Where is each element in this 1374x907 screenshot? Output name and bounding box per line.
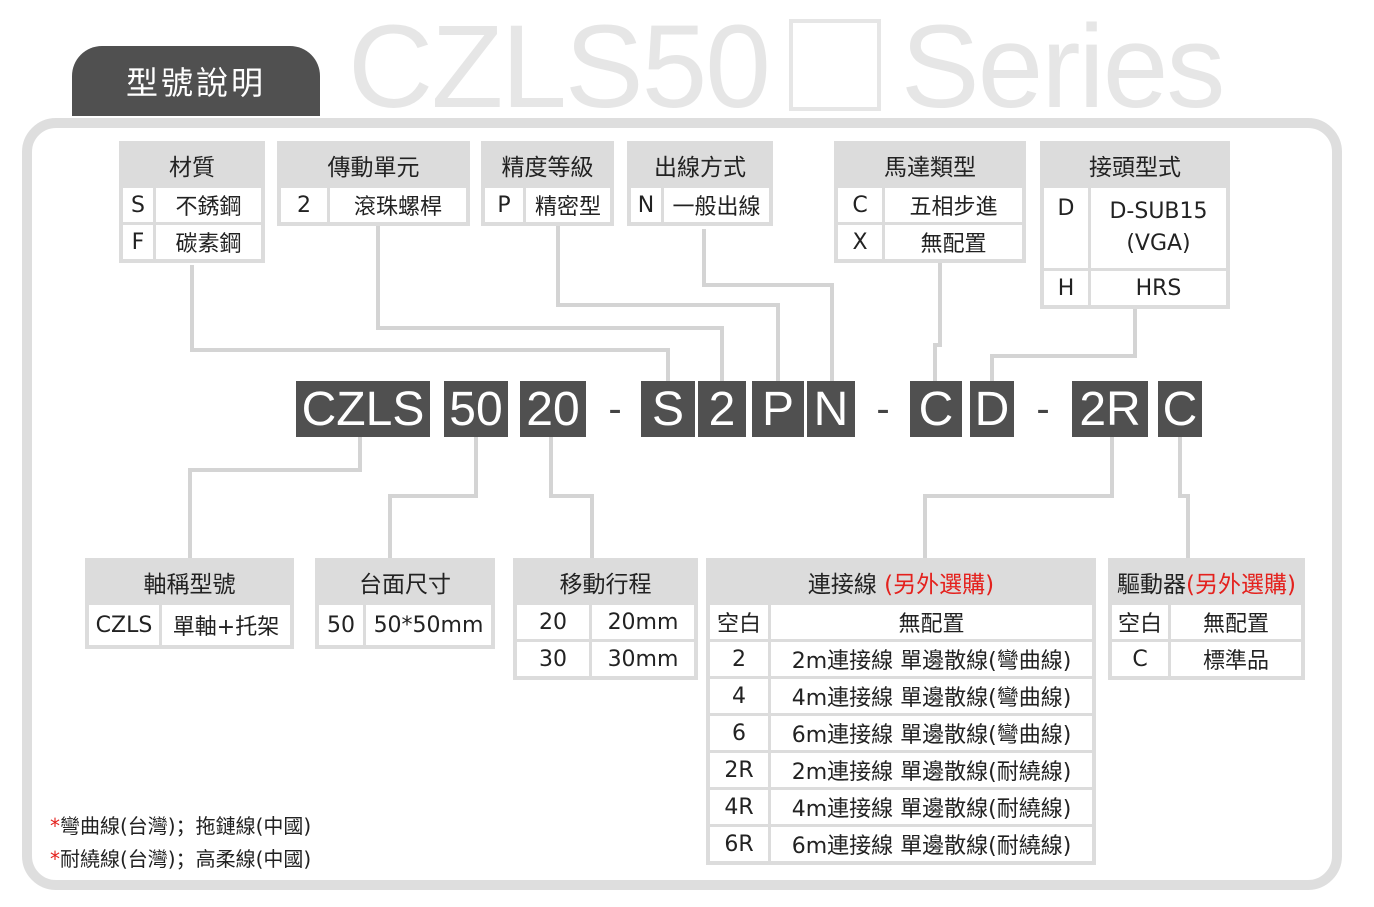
table-row: 50 50*50mm: [315, 602, 495, 649]
table-row: F 碳素鋼: [119, 222, 265, 263]
line-motor: [933, 262, 942, 381]
line-drive: [376, 224, 724, 381]
table-row: 2 滾珠螺桿: [277, 185, 470, 226]
line-cable: [923, 437, 1114, 558]
line-material: [190, 265, 670, 381]
footnote-bending-cable: *彎曲線(台灣)；拖鏈線(中國): [50, 814, 312, 838]
stroke-table: 移動行程 20 20mm 30 30mm: [513, 558, 698, 680]
code-seg-precision: P: [752, 381, 804, 437]
line-stroke: [549, 437, 594, 558]
stroke-title: 移動行程: [513, 558, 698, 605]
line-axis: [188, 437, 362, 558]
blank-box-glyph: [788, 19, 881, 111]
table-row: C 五相步進: [834, 185, 1026, 225]
motor-type-title: 馬達類型: [834, 141, 1026, 188]
code-seg-table-size: 50: [444, 381, 508, 437]
table-row: 空白無配置: [1108, 602, 1305, 642]
table-size-table: 台面尺寸 50 50*50mm: [315, 558, 495, 649]
cable-title: 連接線 (另外選購): [706, 558, 1096, 605]
material-table: 材質 S 不銹鋼 F 碳素鋼: [119, 141, 265, 263]
code-seg-drive: 2: [698, 381, 746, 437]
precision-title: 精度等級: [481, 141, 614, 188]
code-dash-2: -: [876, 386, 890, 431]
connector-type-table: 接頭型式 D D-SUB15 (VGA) H HRS: [1040, 141, 1230, 309]
line-outlet: [702, 229, 834, 381]
code-seg-material: S: [641, 381, 695, 437]
table-row: 空白無配置: [706, 602, 1096, 642]
code-seg-cable: 2R: [1072, 381, 1148, 437]
motor-type-table: 馬達類型 C 五相步進 X 無配置: [834, 141, 1026, 263]
model-description-tab: 型號說明: [72, 46, 320, 116]
outer-frame: [22, 118, 1342, 890]
table-row: 30 30mm: [513, 639, 698, 680]
table-row: H HRS: [1040, 268, 1230, 309]
line-driver: [1178, 437, 1190, 558]
table-row: 20 20mm: [513, 602, 698, 642]
code-seg-outlet: N: [807, 381, 855, 437]
outlet-title: 出線方式: [627, 141, 773, 188]
axis-model-title: 軸稱型號: [85, 558, 294, 605]
table-size-title: 台面尺寸: [315, 558, 495, 605]
table-row: CZLS 單軸+托架: [85, 602, 294, 649]
code-seg-driver: C: [1158, 381, 1202, 437]
optional-purchase-note: (另外選購): [1186, 572, 1296, 598]
footnote-flex-cable: *耐繞線(台灣)；高柔線(中國): [50, 847, 312, 871]
drive-unit-table: 傳動單元 2 滾珠螺桿: [277, 141, 470, 226]
outlet-table: 出線方式 N 一般出線: [627, 141, 773, 226]
code-seg-stroke: 20: [520, 381, 586, 437]
code-seg-connector: D: [970, 381, 1014, 437]
axis-model-table: 軸稱型號 CZLS 單軸+托架: [85, 558, 294, 649]
optional-purchase-note: (另外選購): [884, 572, 995, 598]
line-precision: [556, 224, 780, 381]
table-row: P 精密型: [481, 185, 614, 226]
code-dash-1: -: [608, 386, 622, 431]
precision-table: 精度等級 P 精密型: [481, 141, 614, 226]
table-row: N 一般出線: [627, 185, 773, 226]
code-dash-3: -: [1036, 386, 1050, 431]
code-seg-series: CZLS: [296, 381, 430, 437]
drive-unit-title: 傳動單元: [277, 141, 470, 188]
table-row: X 無配置: [834, 222, 1026, 263]
material-title: 材質: [119, 141, 265, 188]
code-seg-motor: C: [910, 381, 962, 437]
table-row: S 不銹鋼: [119, 185, 265, 225]
connector-type-title: 接頭型式: [1040, 141, 1230, 188]
line-size: [388, 437, 478, 558]
driver-title: 驅動器(另外選購): [1108, 558, 1305, 605]
line-connector: [990, 303, 1137, 381]
table-row: D D-SUB15 (VGA): [1040, 185, 1230, 271]
